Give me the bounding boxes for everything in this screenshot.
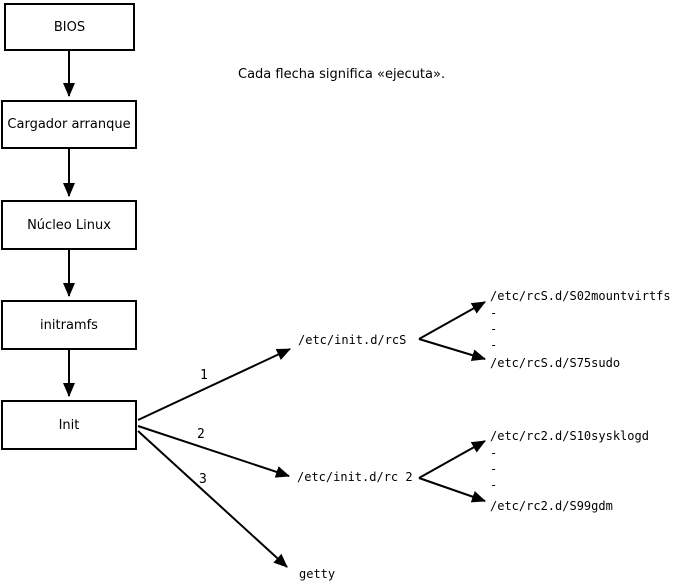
arrow-rcs-to-first-script bbox=[418, 301, 486, 340]
branch-number-3: 3 bbox=[199, 472, 207, 487]
rc2-ellipsis-dash: - bbox=[490, 446, 498, 460]
target-rc2-script: /etc/init.d/rc 2 bbox=[297, 470, 413, 484]
target-rcs-script: /etc/init.d/rcS bbox=[298, 333, 407, 347]
rc2-ellipsis-dash: - bbox=[490, 462, 498, 476]
branch-number-1: 1 bbox=[200, 368, 208, 383]
arrow-rc2-to-last-script bbox=[418, 477, 486, 503]
target-getty: getty bbox=[299, 567, 336, 581]
flow-box-label: Núcleo Linux bbox=[27, 217, 111, 233]
rc2-ellipsis-dash: - bbox=[490, 478, 498, 492]
arrow-init-to-rc2 bbox=[137, 425, 290, 478]
arrow-init-to-getty bbox=[137, 430, 288, 568]
flow-box-initramfs: initramfs bbox=[1, 300, 137, 350]
flow-box-init: Init bbox=[1, 400, 137, 450]
rcs-last-script: /etc/rcS.d/S75sudo bbox=[490, 356, 621, 370]
flow-box-kernel: Núcleo Linux bbox=[1, 200, 137, 250]
rcs-ellipsis-dash: - bbox=[490, 306, 498, 320]
flow-box-bios: BIOS bbox=[4, 3, 135, 51]
rcs-ellipsis-dash: - bbox=[490, 338, 498, 352]
arrow-rcs-to-last-script bbox=[418, 338, 486, 361]
flow-box-label: Cargador arranque bbox=[7, 117, 131, 132]
rc2-first-script: /etc/rc2.d/S10sysklogd bbox=[490, 429, 649, 443]
flow-box-label: Init bbox=[58, 417, 80, 433]
flow-box-label: initramfs bbox=[40, 317, 98, 333]
arrow-rc2-to-first-script bbox=[418, 440, 486, 479]
rc2-last-script: /etc/rc2.d/S99gdm bbox=[490, 499, 613, 513]
rcs-ellipsis-dash: - bbox=[490, 322, 498, 336]
branch-number-2: 2 bbox=[197, 427, 205, 442]
rcs-first-script: /etc/rcS.d/S02mountvirtfs bbox=[490, 289, 671, 303]
arrow-init-to-rcs bbox=[137, 348, 291, 421]
flow-box-label: BIOS bbox=[53, 19, 86, 35]
note-text: Cada flecha significa «ejecuta». bbox=[238, 67, 446, 82]
flow-box-bootloader: Cargador arranque bbox=[1, 100, 137, 149]
